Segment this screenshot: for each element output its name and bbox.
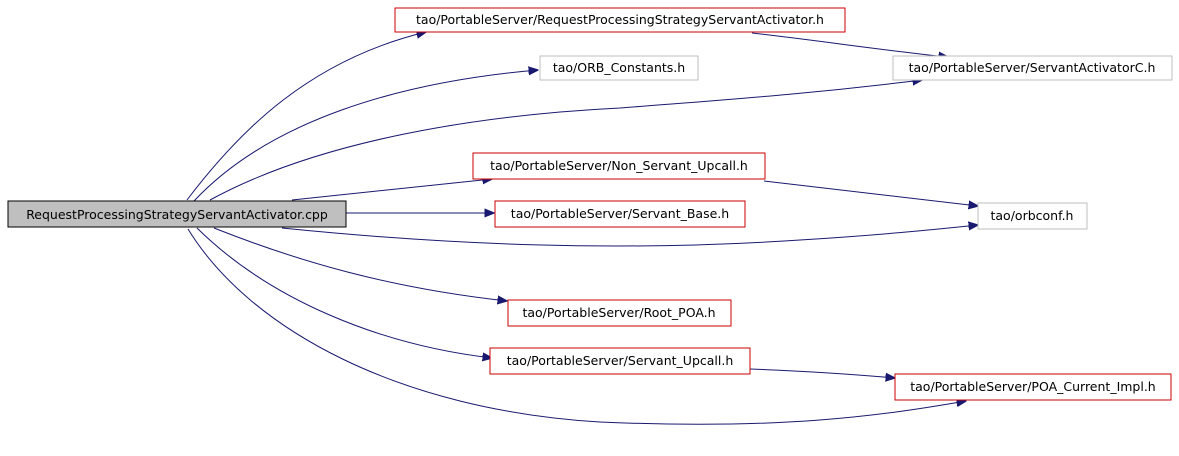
node-label: tao/PortableServer/POA_Current_Impl.h bbox=[910, 379, 1155, 394]
edge-servant-upcall-to-poa-current-impl bbox=[749, 368, 895, 378]
edge-rpssa-h-to-servant-activator-c bbox=[751, 32, 948, 57]
node-label: tao/PortableServer/ServantActivatorC.h bbox=[909, 60, 1156, 75]
node-rpssa-header-link[interactable]: tao/PortableServer/RequestProcessingStra… bbox=[394, 7, 846, 33]
node-label: tao/PortableServer/Servant_Upcall.h bbox=[507, 353, 734, 368]
node-label: tao/PortableServer/Non_Servant_Upcall.h bbox=[490, 158, 748, 173]
edge-root-to-root-poa bbox=[213, 227, 507, 301]
node-label: tao/PortableServer/RequestProcessingStra… bbox=[416, 12, 824, 27]
node-servant-activator-c-header: tao/PortableServer/ServantActivatorC.h bbox=[892, 55, 1173, 81]
node-label: tao/ORB_Constants.h bbox=[553, 60, 685, 75]
node-poa-current-impl-header-link[interactable]: tao/PortableServer/POA_Current_Impl.h bbox=[894, 373, 1172, 401]
edge-root-to-orbconf bbox=[281, 225, 978, 247]
node-root-poa-header-link[interactable]: tao/PortableServer/Root_POA.h bbox=[507, 299, 732, 327]
edge-root-to-poa-current-impl bbox=[187, 228, 966, 425]
node-orbconf-header: tao/orbconf.h bbox=[977, 202, 1088, 230]
edge-root-to-rpssa-h bbox=[186, 32, 426, 201]
edge-non-servant-upcall-to-orbconf bbox=[763, 180, 978, 206]
node-servant-upcall-header-link[interactable]: tao/PortableServer/Servant_Upcall.h bbox=[489, 347, 751, 375]
edge-root-to-orb-constants bbox=[193, 70, 538, 202]
node-label: RequestProcessingStrategyServantActivato… bbox=[26, 207, 328, 222]
node-label: tao/orbconf.h bbox=[991, 208, 1074, 223]
edge-root-to-servant-upcall bbox=[196, 227, 492, 358]
node-non-servant-upcall-header-link[interactable]: tao/PortableServer/Non_Servant_Upcall.h bbox=[472, 152, 766, 180]
node-label: tao/PortableServer/Root_POA.h bbox=[522, 305, 715, 320]
edge-layer bbox=[186, 32, 978, 425]
node-orb-constants-header: tao/ORB_Constants.h bbox=[539, 55, 699, 81]
node-servant-base-header-link[interactable]: tao/PortableServer/Servant_Base.h bbox=[494, 200, 746, 228]
edge-root-to-servant-activator-c bbox=[209, 80, 922, 201]
node-label: tao/PortableServer/Servant_Base.h bbox=[511, 206, 729, 221]
edge-root-to-non-servant-upcall bbox=[291, 179, 492, 201]
node-root-source-file: RequestProcessingStrategyServantActivato… bbox=[7, 200, 347, 228]
